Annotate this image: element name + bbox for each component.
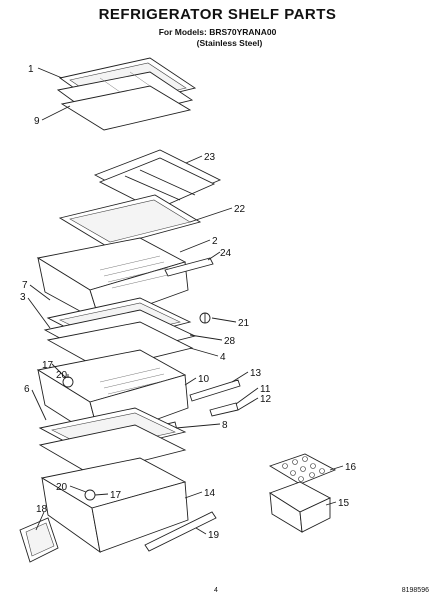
callout-11: 11 (260, 384, 271, 395)
leader-lines (27, 67, 344, 535)
callout-20b: 20 (56, 482, 68, 493)
callout-28: 28 (224, 336, 236, 347)
callout-17b: 17 (110, 490, 122, 501)
callout-10: 10 (198, 374, 210, 385)
part-top-shelf (56, 57, 197, 131)
callout-20a: 20 (56, 370, 68, 381)
callout-23: 23 (204, 152, 216, 163)
callout-24: 24 (220, 248, 232, 259)
models-line: For Models: BRS70YRANA00 (158, 27, 277, 37)
callout-15: 15 (338, 498, 350, 509)
callout-18: 18 (36, 504, 48, 515)
callout-3: 3 (20, 292, 26, 303)
callout-7: 7 (22, 280, 28, 291)
callout-17a: 17 (42, 360, 54, 371)
part-middle-shelf (43, 297, 197, 371)
callout-21: 21 (238, 318, 250, 329)
document-number: 8198596 (401, 587, 429, 594)
part-egg-bin (268, 453, 337, 533)
callout-19: 19 (208, 530, 220, 541)
part-bottom-drawer (19, 457, 189, 563)
callout-4: 4 (220, 352, 226, 363)
callout-22: 22 (234, 204, 246, 215)
part-rod-19 (144, 511, 217, 552)
callout-12: 12 (260, 394, 272, 405)
callout-6: 6 (24, 384, 30, 395)
finish-line: (Stainless Steel) (196, 38, 263, 48)
callout-14: 14 (204, 488, 216, 499)
callout-9: 9 (34, 116, 40, 127)
page-number: 4 (214, 587, 218, 594)
callout-labels: 1 9 23 22 2 24 7 3 21 28 4 17 20 10 13 6… (20, 64, 357, 541)
page-title: REFRIGERATOR SHELF PARTS (98, 6, 337, 23)
callout-1: 1 (28, 64, 34, 75)
callout-8: 8 (222, 420, 228, 431)
part-bottom-shelf (38, 407, 187, 475)
callout-2: 2 (212, 236, 218, 247)
part-crisper-cover (93, 149, 222, 211)
callout-13: 13 (250, 368, 262, 379)
part-screw-21 (199, 312, 211, 324)
callout-16: 16 (345, 462, 357, 473)
part-glass-insert (58, 194, 202, 248)
